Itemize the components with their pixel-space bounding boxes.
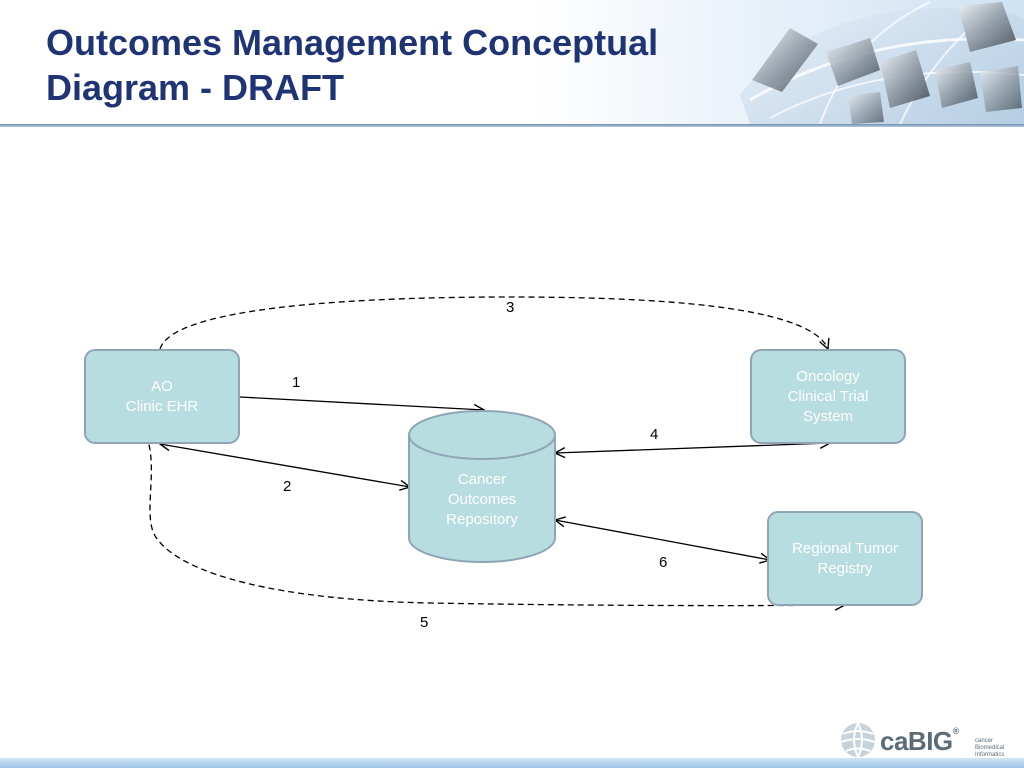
edge-label-2: 2 [283, 478, 292, 495]
edge-6-line [555, 520, 770, 560]
node-trial-line3: System [802, 407, 853, 425]
repository-cylinder[interactable] [408, 410, 556, 563]
node-registry-line2: Registry [817, 559, 873, 577]
edge-5-line [145, 434, 845, 606]
edge-label-6: 6 [659, 554, 668, 571]
node-trial-line1: Oncology [796, 367, 860, 385]
edge-label-1: 1 [292, 374, 301, 391]
edge-label-4: 4 [650, 426, 659, 443]
node-oncology-clinical-trial-system[interactable]: Oncology Clinical Trial System [750, 349, 906, 444]
edge-1-line [239, 396, 484, 410]
node-ao-line2: Clinic EHR [125, 397, 199, 415]
node-ao-clinic-ehr[interactable]: AO Clinic EHR [84, 349, 240, 444]
globe-collage-graphic [740, 1, 1024, 124]
title-line-2: Diagram - DRAFT [46, 67, 345, 108]
footer-bar [0, 758, 1024, 768]
header-divider [0, 124, 1024, 127]
node-ao-line1: AO [151, 377, 173, 395]
edge-2-line [160, 444, 410, 487]
node-repo-line2: Outcomes [447, 491, 517, 508]
logo-wordmark: caBIG [880, 726, 953, 756]
node-registry-line1: Regional Tumor [792, 539, 898, 557]
node-regional-tumor-registry[interactable]: Regional Tumor Registry [767, 511, 923, 606]
node-repo-line3: Repository [446, 511, 518, 528]
edge-label-5: 5 [420, 614, 429, 631]
title-line-1: Outcomes Management Conceptual [46, 22, 659, 63]
globe-icon [840, 722, 876, 758]
edge-label-3: 3 [506, 299, 515, 316]
node-trial-line2: Clinical Trial [787, 387, 869, 405]
cabig-logo-text: caBIG® [880, 726, 959, 757]
node-repo-line1: Cancer [457, 471, 507, 488]
node-repository-label: Cancer Outcomes Repository [412, 470, 552, 530]
slide-header: Outcomes Management Conceptual Diagram -… [0, 0, 1024, 124]
edge-3-line [159, 296, 828, 349]
logo-sub-line1: cancer Biomedical [975, 738, 1005, 751]
slide-title: Outcomes Management Conceptual Diagram -… [46, 20, 746, 110]
diagram-connectors [145, 296, 1024, 740]
logo-registered-mark: ® [952, 726, 960, 736]
edge-4-line [555, 443, 830, 453]
